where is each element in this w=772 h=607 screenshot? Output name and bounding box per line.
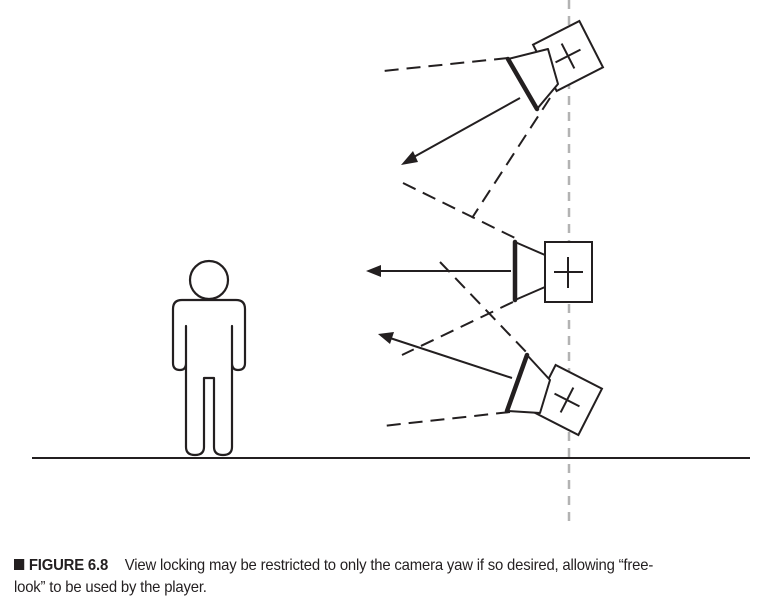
camera-bottom: [378, 261, 604, 437]
camera-middle-lens: [514, 241, 546, 301]
camera-top: [382, 19, 605, 219]
camera-bottom-lens: [506, 354, 551, 414]
caption-text-line-2: look” to be used by the player.: [14, 579, 207, 596]
camera-top-frustum-lower: [471, 97, 551, 219]
camera-top-arrow-head: [401, 151, 418, 165]
camera-top-arrow-shaft: [411, 97, 521, 159]
camera-middle-frustum-upper: [402, 182, 516, 239]
camera-bottom-arrow-head: [378, 332, 394, 344]
view-locking-diagram: [32, 0, 750, 528]
caption-line-1: FIGURE 6.8 View locking may be restricted…: [14, 555, 713, 577]
camera-middle: [366, 182, 593, 356]
figure-label: FIGURE 6.8: [28, 557, 109, 574]
player-body: [171, 298, 247, 457]
camera-middle-arrow-head: [366, 265, 381, 277]
filled-square-icon: [14, 559, 25, 570]
camera-bottom-frustum-lower: [382, 411, 511, 427]
caption-line-2: look” to be used by the player.: [14, 577, 713, 599]
camera-bottom-arrow-shaft: [389, 337, 513, 379]
figure-caption: FIGURE 6.8 View locking may be restricted…: [14, 555, 713, 599]
player-head: [188, 259, 230, 301]
caption-text-line-1: View locking may be restricted to only t…: [124, 557, 654, 574]
player-figure: [171, 259, 247, 457]
camera-top-frustum-upper: [382, 57, 509, 72]
